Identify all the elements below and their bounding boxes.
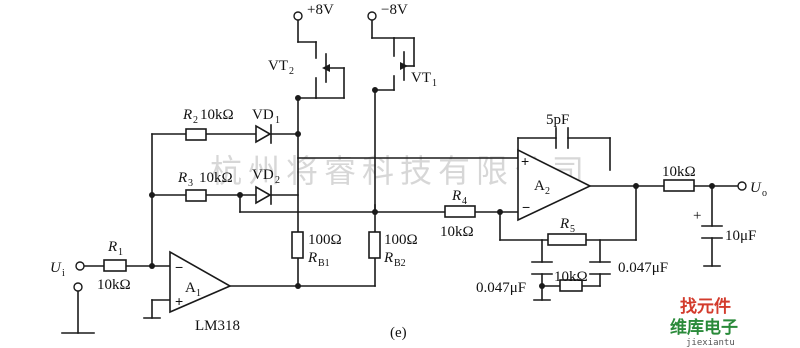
- pos-supply-terminal: [293, 11, 303, 21]
- svg-text:10kΩ: 10kΩ: [200, 107, 234, 123]
- svg-text:A: A: [534, 178, 545, 194]
- vd1-label: VD: [252, 107, 274, 123]
- diode-vd2: [255, 185, 272, 205]
- resistor-r2: [185, 128, 207, 141]
- svg-text:找元件: 找元件: [680, 296, 731, 317]
- svg-text:A: A: [185, 280, 196, 296]
- svg-text:+: +: [521, 153, 529, 169]
- resistor-r5: [547, 233, 587, 246]
- svg-text:B1: B1: [318, 258, 330, 269]
- figure-label: (e): [390, 325, 407, 341]
- resistor-r1: [103, 259, 127, 272]
- opamp-a2: + − A 2: [517, 148, 592, 222]
- svg-text:+: +: [175, 293, 183, 309]
- transistor-vt2: [322, 53, 330, 83]
- rb2-label: R: [383, 250, 393, 266]
- input-ground-terminal: [73, 282, 83, 292]
- svg-text:2: 2: [289, 66, 294, 77]
- pos-supply-label: +8V: [307, 2, 334, 18]
- svg-text:3: 3: [188, 178, 193, 189]
- capacitor-left: [531, 261, 553, 275]
- svg-text:jiexiantu: jiexiantu: [686, 338, 735, 348]
- resistor-rb1: [291, 231, 304, 259]
- svg-text:B2: B2: [394, 258, 406, 269]
- capacitor-5pf: [555, 127, 569, 149]
- svg-text:2: 2: [545, 186, 550, 197]
- cap-out-label: 10μF: [725, 228, 756, 244]
- svg-text:1: 1: [275, 115, 280, 126]
- rb1-label: R: [307, 250, 317, 266]
- rb1-value: 100Ω: [308, 232, 342, 248]
- vt2-label: VT: [268, 58, 288, 74]
- svg-text:10kΩ: 10kΩ: [440, 224, 474, 240]
- resistor-r4: [444, 205, 476, 218]
- transistor-vt1: [400, 51, 408, 81]
- svg-text:1: 1: [196, 288, 201, 299]
- r2-label: R: [182, 107, 192, 123]
- resistor-r3: [185, 189, 207, 202]
- vd2-label: VD: [252, 167, 274, 183]
- cap-right-label: 0.047μF: [618, 260, 668, 276]
- r4-label: R: [451, 188, 461, 204]
- junctions: [149, 87, 715, 289]
- neg-supply-terminal: [367, 11, 377, 21]
- cap-5pf-label: 5pF: [546, 112, 569, 128]
- resistor-output: [663, 179, 695, 192]
- svg-text:2: 2: [275, 175, 280, 186]
- output-terminal: [737, 181, 747, 191]
- rb2-value: 100Ω: [384, 232, 418, 248]
- svg-text:4: 4: [462, 196, 467, 207]
- neg-supply-label: −8V: [381, 2, 408, 18]
- resistor-rb2: [368, 231, 381, 259]
- svg-text:1: 1: [432, 78, 437, 89]
- r-lower-value: 10kΩ: [554, 269, 588, 285]
- capacitor-output: [701, 225, 723, 239]
- capacitor-right: [589, 261, 611, 275]
- svg-text:1: 1: [118, 247, 123, 258]
- output-label: U: [750, 180, 762, 196]
- r1-label: R: [107, 239, 117, 255]
- svg-text:5: 5: [570, 224, 575, 235]
- rout-value: 10kΩ: [662, 164, 696, 180]
- svg-text:维库电子: 维库电子: [670, 317, 738, 338]
- resistor-10k-lower: [559, 279, 583, 292]
- svg-text:−: −: [522, 199, 530, 215]
- svg-text:10kΩ: 10kΩ: [97, 277, 131, 293]
- cap-left-label: 0.047μF: [476, 280, 526, 296]
- svg-text:10kΩ: 10kΩ: [199, 170, 233, 186]
- vt1-label: VT: [411, 70, 431, 86]
- opamp-a1: − + A 1: [169, 250, 232, 314]
- chip-label: LM318: [195, 318, 240, 334]
- input-terminal: [75, 261, 85, 271]
- svg-text:i: i: [62, 268, 65, 279]
- r5-label: R: [559, 216, 569, 232]
- svg-text:2: 2: [193, 115, 198, 126]
- svg-text:−: −: [175, 259, 183, 275]
- svg-text:o: o: [762, 188, 767, 199]
- corner-logo: 找元件 维库电子 jiexiantu: [670, 296, 738, 348]
- cap-out-plus: +: [693, 208, 701, 224]
- r3-label: R: [177, 170, 187, 186]
- input-label: U: [50, 260, 62, 276]
- diode-vd1: [255, 124, 272, 144]
